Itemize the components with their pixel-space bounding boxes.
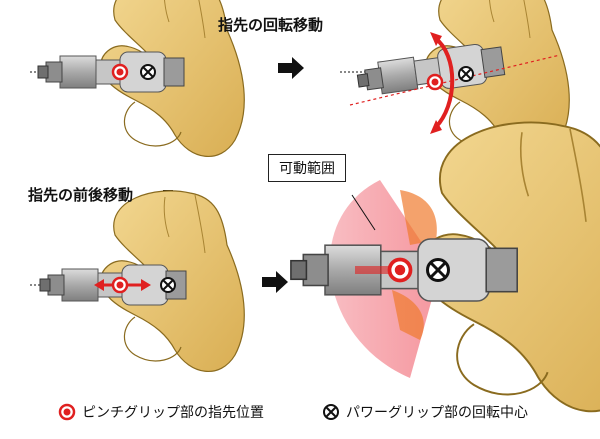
pinch-point-icon	[111, 63, 129, 81]
range-label: 可動範囲	[268, 154, 346, 182]
pinch-point-icon	[387, 257, 413, 283]
power-center-icon	[426, 258, 450, 282]
caption-translation: 指先の前後移動	[28, 186, 134, 204]
caption-rotation: 指先の回転移動	[218, 16, 324, 34]
black-arrow-icon	[262, 271, 288, 293]
panel-range	[290, 121, 600, 413]
black-arrow-icon	[278, 57, 304, 79]
pinch-point-icon	[426, 73, 444, 91]
power-center-icon	[458, 66, 474, 82]
legend-power: パワーグリップ部の回転中心	[322, 402, 528, 422]
legend-pinch: ピンチグリップ部の指先位置	[58, 402, 264, 422]
legend-pinch-label: ピンチグリップ部の指先位置	[82, 405, 264, 421]
legend-power-label: パワーグリップ部の回転中心	[346, 405, 528, 421]
power-center-icon	[160, 277, 176, 293]
panel-rotation	[340, 0, 570, 158]
power-center-icon	[140, 64, 156, 80]
pinch-point-icon	[111, 276, 129, 294]
red-dot-in-circle-icon	[58, 403, 76, 421]
panel-initial	[30, 0, 245, 158]
circled-x-icon	[323, 404, 339, 420]
panel-translation	[30, 190, 245, 373]
